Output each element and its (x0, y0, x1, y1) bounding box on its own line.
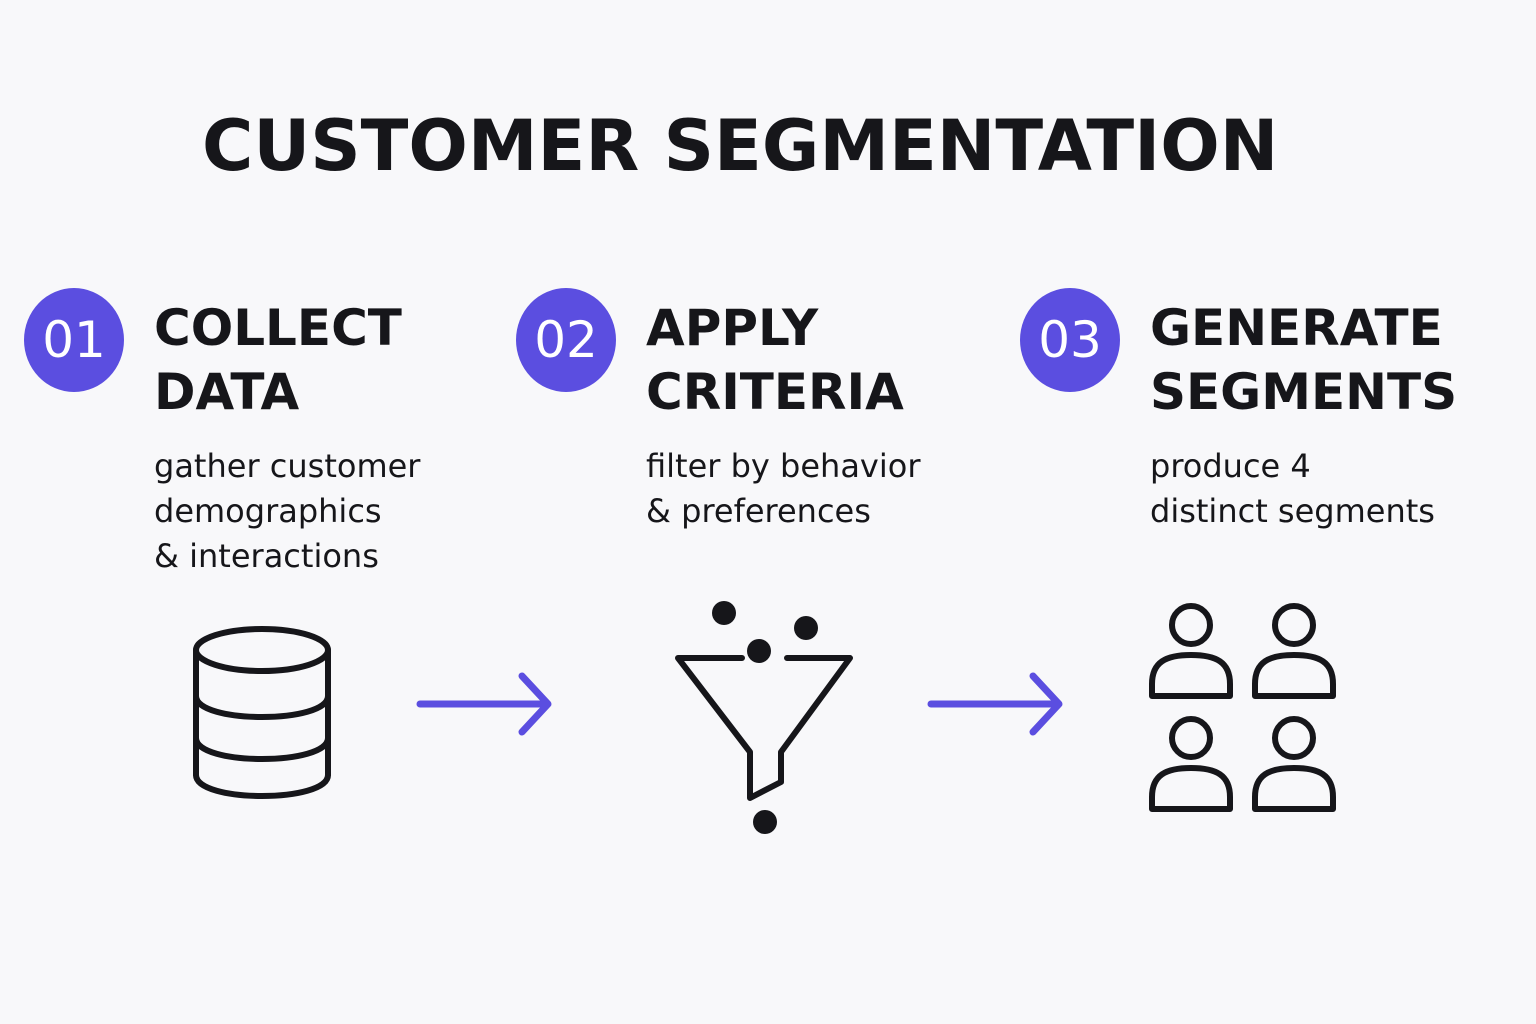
step-heading-line: COLLECT (154, 299, 402, 357)
step-description: produce 4 distinct segments (1150, 444, 1435, 534)
step-heading-line: SEGMENTS (1150, 363, 1458, 421)
step-heading-line: GENERATE (1150, 299, 1443, 357)
step-heading-line: APPLY (646, 299, 819, 357)
step-heading-line: CRITERIA (646, 363, 904, 421)
arrow-right-icon (416, 672, 552, 736)
step-description-line: gather customer (154, 447, 421, 485)
step-description-line: & preferences (646, 492, 871, 530)
database-icon (193, 626, 331, 799)
page-title: CUSTOMER SEGMENTATION (202, 105, 1279, 187)
step-description-line: distinct segments (1150, 492, 1435, 530)
step-heading: APPLY CRITERIA (646, 296, 904, 424)
step-description: gather customer demographics & interacti… (154, 444, 420, 579)
step-description-line: produce 4 (1150, 447, 1311, 485)
people-group-icon (1146, 598, 1342, 820)
funnel-icon (675, 601, 853, 834)
step-description-line: demographics (154, 492, 382, 530)
step-description-line: & interactions (154, 537, 379, 575)
step-description: filter by behavior & preferences (646, 444, 920, 534)
step-description-line: filter by behavior (646, 447, 921, 485)
step-number-badge: 01 (24, 288, 124, 392)
arrow-right-icon (927, 672, 1063, 736)
step-heading-line: DATA (154, 363, 300, 421)
step-heading: GENERATE SEGMENTS (1150, 296, 1457, 424)
step-number-badge: 03 (1020, 288, 1120, 392)
step-number-badge: 02 (516, 288, 616, 392)
step-heading: COLLECT DATA (154, 296, 402, 424)
